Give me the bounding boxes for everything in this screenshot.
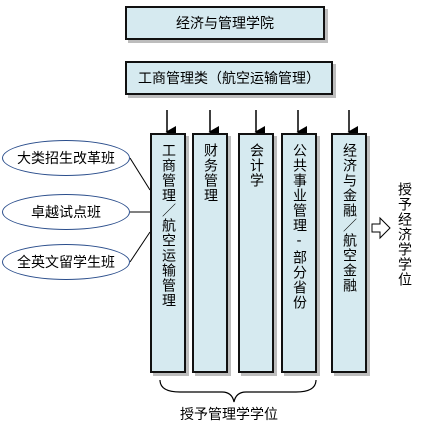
economics-degree-label: 授予经济学学位 (396, 182, 412, 287)
major-box-business-admin: 工商管理／航空运输管理 (150, 133, 186, 373)
category-box: 工商管理类（航空运输管理） (125, 61, 333, 95)
college-title-box: 经济与管理学院 (125, 6, 325, 40)
link-class-3 (129, 231, 151, 263)
major-box-financial-mgmt: 财务管理 (192, 133, 228, 373)
major-label: 财务管理 (202, 143, 218, 203)
class-ellipse-excellence: 卓越试点班 (2, 194, 130, 230)
major-box-economics-finance: 经济与金融／航空金融 (331, 133, 367, 373)
class-label: 全英文留学生班 (17, 255, 115, 271)
major-label: 会计学 (248, 143, 264, 188)
link-class-1 (129, 157, 151, 191)
class-ellipse-reform: 大类招生改革班 (2, 140, 130, 176)
class-label: 卓越试点班 (31, 205, 101, 221)
class-label: 大类招生改革班 (17, 151, 115, 167)
management-degree-label: 授予管理学学位 (180, 407, 278, 423)
category-title: 工商管理类（航空运输管理） (138, 71, 320, 87)
class-ellipse-english: 全英文留学生班 (2, 244, 130, 280)
major-box-accounting: 会计学 (238, 133, 274, 373)
curly-brace-icon (159, 379, 317, 403)
major-label: 公共事业管理-部分省份 (291, 143, 307, 310)
college-title: 经济与管理学院 (176, 16, 274, 32)
hollow-arrow-icon (371, 216, 391, 240)
major-label: 工商管理／航空运输管理 (160, 143, 176, 308)
major-label: 经济与金融／航空金融 (341, 143, 357, 293)
major-box-public-admin: 公共事业管理-部分省份 (281, 133, 317, 373)
